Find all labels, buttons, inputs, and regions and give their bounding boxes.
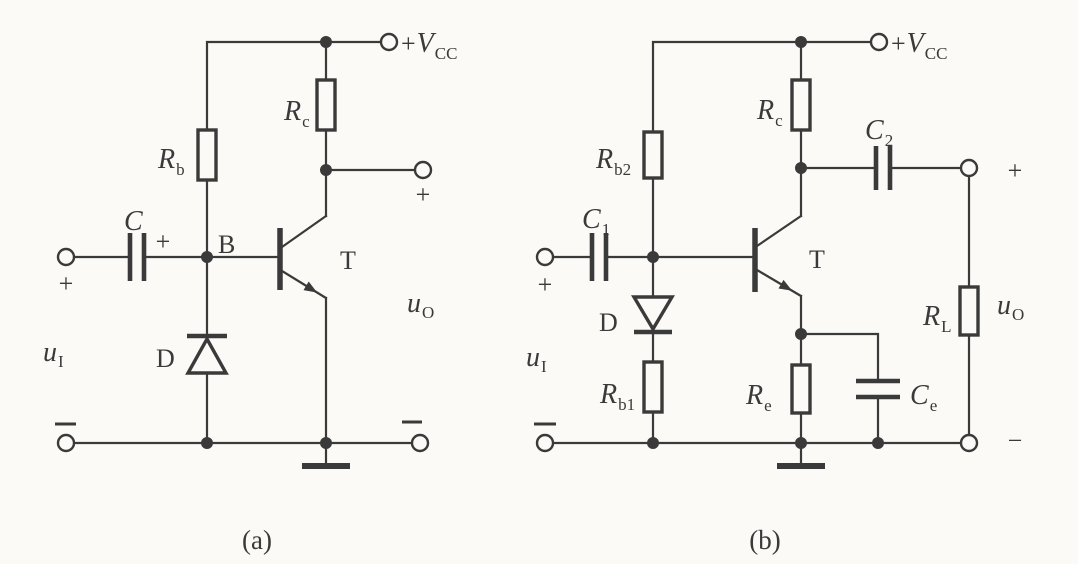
circuit-a: +VCC Rb Rc C + B D T uI uO + + (a): [43, 28, 457, 555]
junction-dot: [795, 162, 807, 174]
capacitor-ce: [856, 378, 900, 400]
caption-a: (a): [242, 525, 272, 555]
label-uo-a: uO: [407, 288, 434, 322]
junction-dot: [320, 164, 332, 176]
junction-dot: [647, 437, 659, 449]
terminal-bottom-left-b: [535, 433, 555, 453]
junction-dot-base-b: [201, 251, 213, 263]
label-diode-a: D: [156, 344, 175, 373]
label-ce: Ce: [910, 380, 937, 415]
label-c: C: [124, 206, 143, 237]
diode-d-a: [185, 333, 229, 375]
label-ui-b: uI: [526, 342, 547, 376]
resistor-rc-b: [790, 78, 812, 132]
resistor-rb1: [642, 360, 664, 414]
resistor-re: [790, 363, 812, 415]
label-diode-b: D: [599, 308, 618, 337]
label-ui-a: uI: [43, 337, 64, 371]
label-rb2: Rb2: [595, 144, 631, 179]
terminal-vcc-a: [379, 32, 399, 52]
junction-dot: [320, 437, 332, 449]
junction-dot: [872, 437, 884, 449]
junction-dot: [320, 36, 332, 48]
label-rl: RL: [922, 301, 952, 336]
transistor-t-a: [277, 228, 318, 293]
label-rb: Rb: [157, 144, 185, 179]
junction-dot: [795, 36, 807, 48]
terminal-bottom-left-a: [56, 433, 76, 453]
label-transistor-a: T: [340, 246, 356, 275]
label-rc-b: Rc: [756, 95, 783, 130]
terminal-output-b: [959, 158, 979, 178]
label-re: Re: [745, 380, 772, 415]
junction-dot: [795, 328, 807, 340]
output-plus-mark-b: +: [1008, 156, 1023, 185]
emitter-arrow-icon: [303, 281, 318, 293]
terminal-input-a: [56, 247, 76, 267]
resistor-rc-a: [315, 78, 337, 132]
wires-a: [72, 40, 417, 466]
label-base-node: B: [218, 230, 235, 259]
terminal-bottom-right-a: [410, 433, 430, 453]
capacitor-c2: [873, 146, 893, 190]
input-plus-mark-b: +: [538, 270, 553, 299]
capacitor-c1: [589, 233, 609, 281]
output-minus-mark-b: −: [1008, 426, 1023, 455]
terminal-bottom-right-b: [959, 433, 979, 453]
circuit-b: +VCC Rb2 Rb1 Rc Re RL C1 C2 Ce D T uI uO…: [526, 28, 1024, 555]
terminal-output-a: [413, 160, 433, 180]
emitter-arrow-icon: [778, 279, 793, 291]
junction-dot: [647, 251, 659, 263]
resistor-rb2: [642, 130, 664, 180]
label-rb1: Rb1: [599, 379, 635, 414]
label-vcc-a: +VCC: [401, 28, 457, 63]
label-rc-a: Rc: [283, 96, 310, 131]
capacitor-c: [127, 233, 147, 281]
junction-dot: [201, 437, 213, 449]
output-plus-mark-a: +: [416, 180, 431, 209]
label-uo-b: uO: [997, 290, 1024, 324]
transistor-t-b: [752, 228, 793, 292]
diode-d-b: [631, 295, 675, 335]
label-vcc-b: +VCC: [891, 28, 947, 63]
resistor-rb: [196, 128, 218, 182]
caption-b: (b): [749, 525, 780, 555]
label-c1: C1: [582, 204, 610, 239]
terminal-input-b: [535, 247, 555, 267]
cap-plus-mark-a: +: [156, 227, 171, 256]
terminal-vcc-b: [869, 32, 889, 52]
junction-dot: [795, 437, 807, 449]
label-c2: C2: [865, 115, 893, 150]
label-transistor-b: T: [809, 245, 825, 274]
input-plus-mark-a: +: [59, 269, 74, 298]
wires-b: [551, 40, 971, 466]
resistor-rl: [958, 285, 980, 337]
